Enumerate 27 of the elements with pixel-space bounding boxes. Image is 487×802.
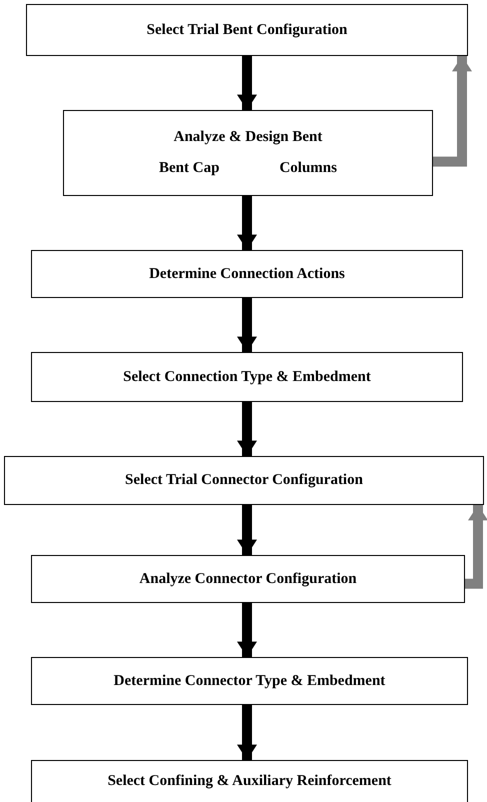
process-box <box>31 250 463 298</box>
step-text: Determine Connector Type & Embedment <box>114 672 386 690</box>
sub-item-text: Columns <box>279 160 337 177</box>
arrow <box>237 402 257 456</box>
arrow <box>237 56 257 110</box>
step-text: Select Confining & Auxiliary Reinforcement <box>108 773 392 790</box>
sub-item-text: Bent Cap <box>159 160 220 177</box>
process-box <box>4 456 484 505</box>
process-box <box>31 760 468 802</box>
process-box <box>31 555 465 603</box>
step-text: Analyze Connector Configuration <box>139 570 357 588</box>
arrow <box>237 505 257 555</box>
feedback-arrow <box>465 505 487 589</box>
feedback-arrow <box>433 56 472 167</box>
process-box <box>31 657 468 705</box>
step-text: Select Trial Bent Configuration <box>146 22 348 38</box>
step-text: Select Connection Type & Embedment <box>123 368 371 386</box>
step-text: Analyze & Design Bent <box>174 129 322 146</box>
arrow <box>237 705 257 760</box>
process-box <box>26 4 468 56</box>
arrow <box>237 196 257 250</box>
arrow <box>237 298 257 352</box>
arrow <box>237 603 257 657</box>
step-text: Determine Connection Actions <box>149 266 345 282</box>
process-box <box>31 352 463 402</box>
process-box <box>63 110 433 196</box>
step-text: Select Trial Connector Configuration <box>125 472 363 489</box>
